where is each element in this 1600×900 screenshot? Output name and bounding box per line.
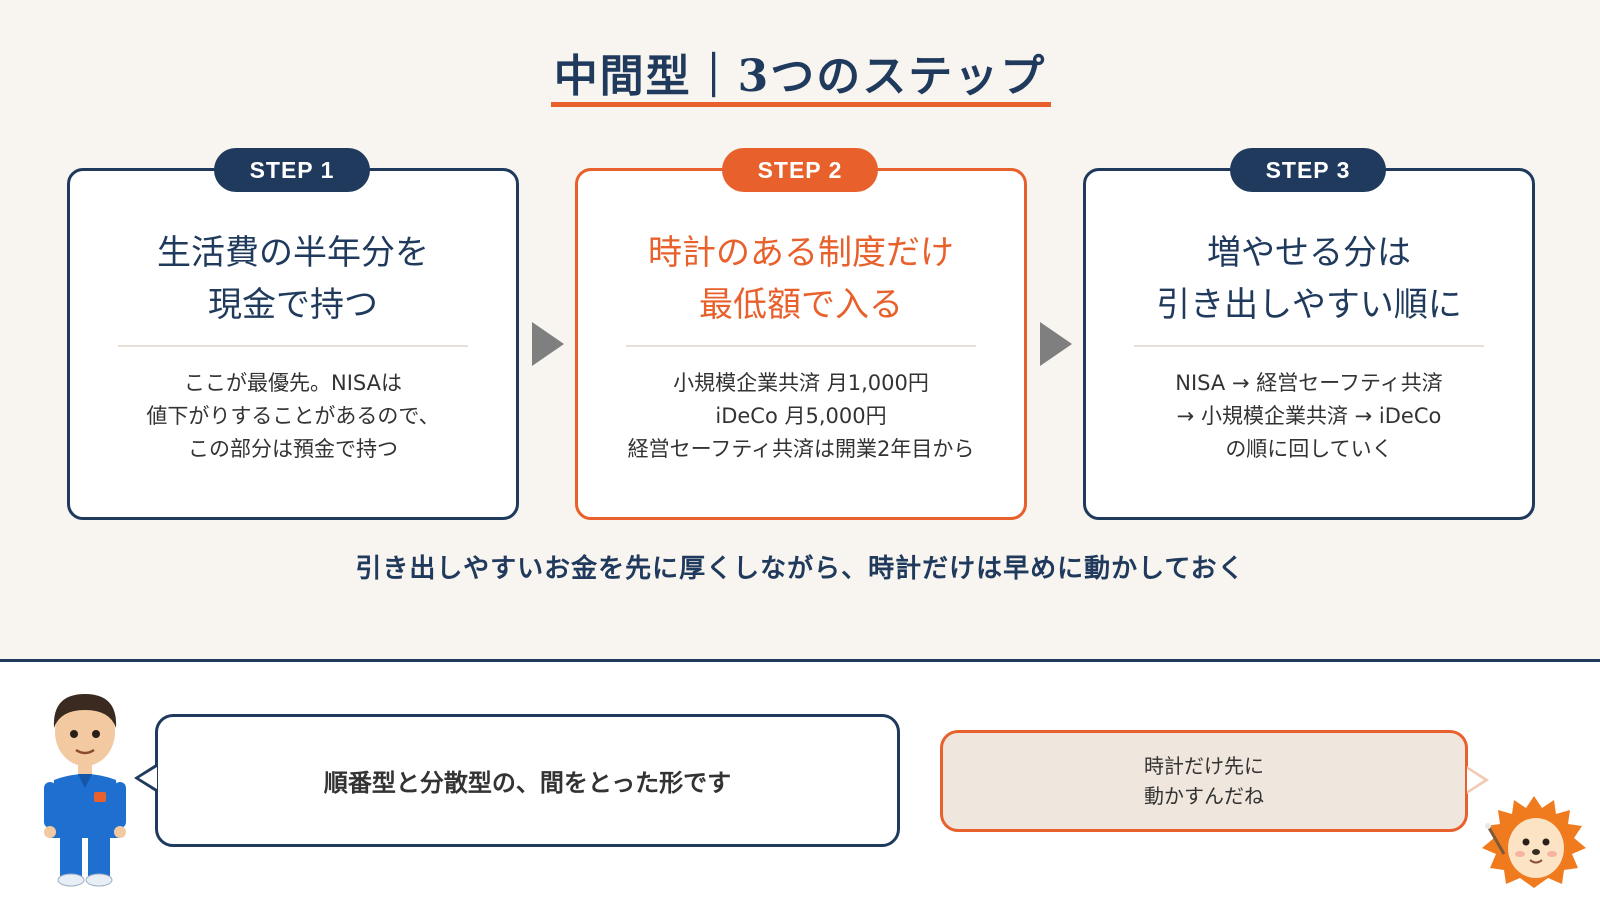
speech-bubble-doctor-text: 順番型と分散型の、間をとった形です xyxy=(323,769,732,797)
title-underline xyxy=(551,102,1051,107)
speech-bubble-mascot-text: 時計だけ先に 動かすんだね xyxy=(943,733,1465,829)
card-divider xyxy=(1134,345,1484,347)
step-2-heading-line: 時計のある制度だけ xyxy=(648,233,954,273)
step-card-3: 増やせる分は 引き出しやすい順に NISA → 経営セーフティ共済 → 小規模企… xyxy=(1083,168,1535,520)
summary-text: 引き出しやすいお金を先に厚くしながら、時計だけは早めに動かしておく xyxy=(355,554,1245,584)
step-card-1: 生活費の半年分を 現金で持つ ここが最優先。NISAは 値下がりすることがあるの… xyxy=(67,168,519,520)
arrow-right-icon xyxy=(532,322,564,366)
step-2-heading-line: 最低額で入る xyxy=(699,285,903,325)
step-1-body-line: この部分は預金で持つ xyxy=(188,437,398,461)
arrow-right-icon xyxy=(1040,322,1072,366)
step-2-body-line: iDeCo 月5,000円 xyxy=(715,404,887,428)
step-3-body-line: → 小規模企業共済 → iDeCo xyxy=(1176,404,1442,428)
speech-bubble-doctor: 順番型と分散型の、間をとった形です xyxy=(155,714,900,847)
speech-line: 動かすんだね xyxy=(1144,784,1264,808)
speech-tail-inner xyxy=(139,767,157,789)
step-3-heading-line: 引き出しやすい順に xyxy=(1156,285,1462,325)
step-2-body-line: 小規模企業共済 月1,000円 xyxy=(673,371,929,395)
step-2-body-line: 経営セーフティ共済は開業2年目から xyxy=(627,437,975,461)
step-3-body-line: の順に回していく xyxy=(1225,437,1393,461)
step-1-body-line: 値下がりすることがあるので、 xyxy=(146,404,440,428)
step-1-body: ここが最優先。NISAは 値下がりすることがあるので、 この部分は預金で持つ xyxy=(70,367,516,466)
step-1-body-line: ここが最優先。NISAは xyxy=(184,371,402,395)
step-1-heading-line: 生活費の半年分を xyxy=(157,233,429,273)
page-title: 中間型｜3つのステップ xyxy=(553,51,1047,102)
step-1-badge: STEP 1 xyxy=(214,148,370,192)
step-2-heading: 時計のある制度だけ 最低額で入る xyxy=(578,227,1024,331)
card-divider xyxy=(626,345,976,347)
speech-line: 時計だけ先に xyxy=(1144,754,1264,778)
step-3-body: NISA → 経営セーフティ共済 → 小規模企業共済 → iDeCo の順に回し… xyxy=(1086,367,1532,466)
card-divider xyxy=(118,345,468,347)
step-3-heading: 増やせる分は 引き出しやすい順に xyxy=(1086,227,1532,331)
step-3-body-line: NISA → 経営セーフティ共済 xyxy=(1175,371,1443,395)
step-card-2: 時計のある制度だけ 最低額で入る 小規模企業共済 月1,000円 iDeCo 月… xyxy=(575,168,1027,520)
step-1-heading: 生活費の半年分を 現金で持つ xyxy=(70,227,516,331)
step-2-badge: STEP 2 xyxy=(722,148,878,192)
speech-tail-inner xyxy=(1467,769,1484,791)
section-divider xyxy=(0,659,1600,662)
step-3-heading-line: 増やせる分は xyxy=(1207,233,1411,273)
hedgehog-mascot xyxy=(1482,796,1586,888)
speech-bubble-mascot: 時計だけ先に 動かすんだね xyxy=(940,730,1468,832)
step-3-badge: STEP 3 xyxy=(1230,148,1386,192)
step-1-heading-line: 現金で持つ xyxy=(208,285,378,325)
step-2-body: 小規模企業共済 月1,000円 iDeCo 月5,000円 経営セーフティ共済は… xyxy=(578,367,1024,466)
doctor-avatar xyxy=(44,694,126,887)
